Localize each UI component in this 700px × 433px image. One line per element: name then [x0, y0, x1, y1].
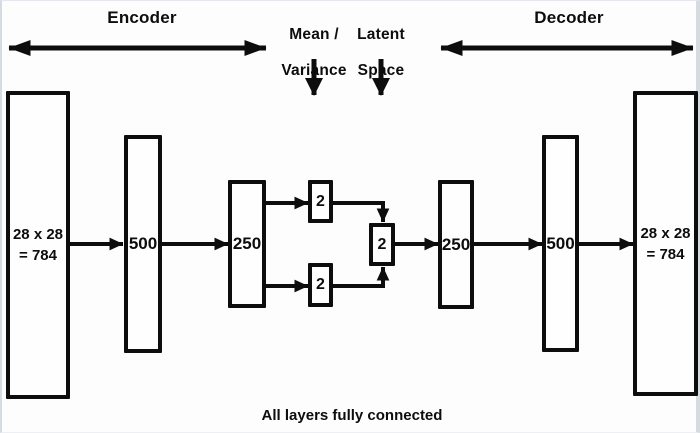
latent-box-label: 2 — [377, 235, 387, 253]
decoder-fc-500-box: 500 — [542, 135, 579, 352]
latent-space-line1: Latent — [357, 26, 405, 43]
elbow-arrow-variance-to-latent — [333, 266, 390, 288]
input-layer-label-line2: = 784 — [19, 247, 57, 264]
input-layer-label-line1: 28 x 28 — [12, 226, 64, 243]
decoder-fc-250-label: 250 — [441, 234, 471, 254]
encoder-fc-500-label: 500 — [128, 234, 158, 253]
variance-box: 2 — [308, 263, 333, 307]
mean-variance-line1: Mean / — [289, 26, 339, 43]
latent-space-label: Latent Space — [346, 8, 416, 98]
encoder-fc-250-box: 250 — [228, 180, 266, 308]
diagram-caption: All layers fully connected — [261, 407, 443, 424]
mean-variance-label: Mean / Variance — [274, 8, 354, 98]
decoder-fc-250-box: 250 — [438, 180, 474, 309]
encoder-fc-250-label: 250 — [232, 234, 262, 253]
variance-box-label: 2 — [316, 276, 325, 293]
decoder-fc-500-label: 500 — [546, 233, 575, 253]
decoder-section-label: Decoder — [534, 8, 604, 27]
mean-variance-line2: Variance — [281, 62, 347, 79]
mean-box-label: 2 — [316, 192, 325, 210]
encoder-fc-500-box: 500 — [124, 135, 162, 353]
output-layer-box: 28 x 28 = 784 — [633, 91, 698, 396]
latent-box: 2 — [369, 223, 395, 266]
output-layer-label-line1: 28 x 28 — [640, 224, 691, 242]
mean-box: 2 — [308, 180, 333, 223]
elbow-arrow-mean-to-latent — [333, 201, 390, 223]
encoder-section-label: Encoder — [107, 8, 177, 27]
latent-space-line2: Space — [357, 62, 405, 79]
input-layer-box: 28 x 28 = 784 — [6, 91, 70, 399]
output-layer-label-line2: = 784 — [646, 245, 685, 263]
